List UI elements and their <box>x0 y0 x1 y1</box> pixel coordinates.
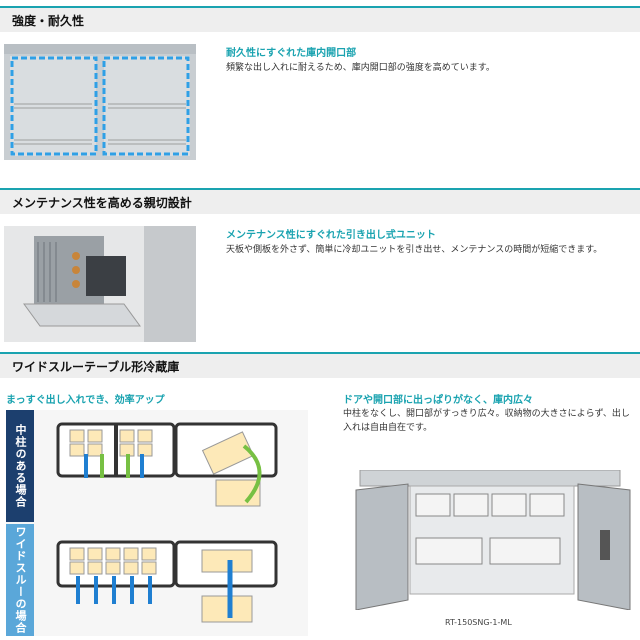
label-wide-through: ワイドスルーの場合 <box>6 524 34 636</box>
section-header-maintenance: メンテナンス性を高める親切設計 <box>0 188 640 214</box>
label-with-pillar: 中柱のある場合 <box>6 410 34 522</box>
cooling-unit-photo <box>4 226 196 342</box>
diagram-graphics <box>56 422 278 623</box>
section-header-wide-through: ワイドスルーテーブル形冷蔵庫 <box>0 352 640 378</box>
feature-desc-maintenance: 天板や側板を外さず、簡単に冷却ユニットを引き出せ、メンテナンスの時間が短縮できま… <box>226 245 603 255</box>
comparison-diagram: 中柱のある場合 ワイドスルーの場合 <box>6 410 308 636</box>
right-desc-spacious: 中柱をなくし、開口部がすっきり広々。収納物の大きさによらず、出し入れは自由自在で… <box>343 409 630 433</box>
fridge-product-photo <box>350 470 640 610</box>
fridge-interior-photo <box>4 44 196 160</box>
section-header-durability: 強度・耐久性 <box>0 6 640 32</box>
model-number: RT-150SNG-1-ML <box>445 618 512 627</box>
feature-title-durability: 耐久性にすぐれた庫内開口部 <box>226 48 357 59</box>
feature-title-maintenance: メンテナンス性にすぐれた引き出し式ユニット <box>226 230 436 241</box>
left-title-straight-access: まっすぐ出し入れでき、効率アップ <box>6 395 165 406</box>
right-title-spacious: ドアや開口部に出っぱりがなく、庫内広々 <box>343 395 533 406</box>
feature-desc-durability: 頻繁な出し入れに耐えるため、庫内開口部の強度を高めています。 <box>226 63 495 73</box>
